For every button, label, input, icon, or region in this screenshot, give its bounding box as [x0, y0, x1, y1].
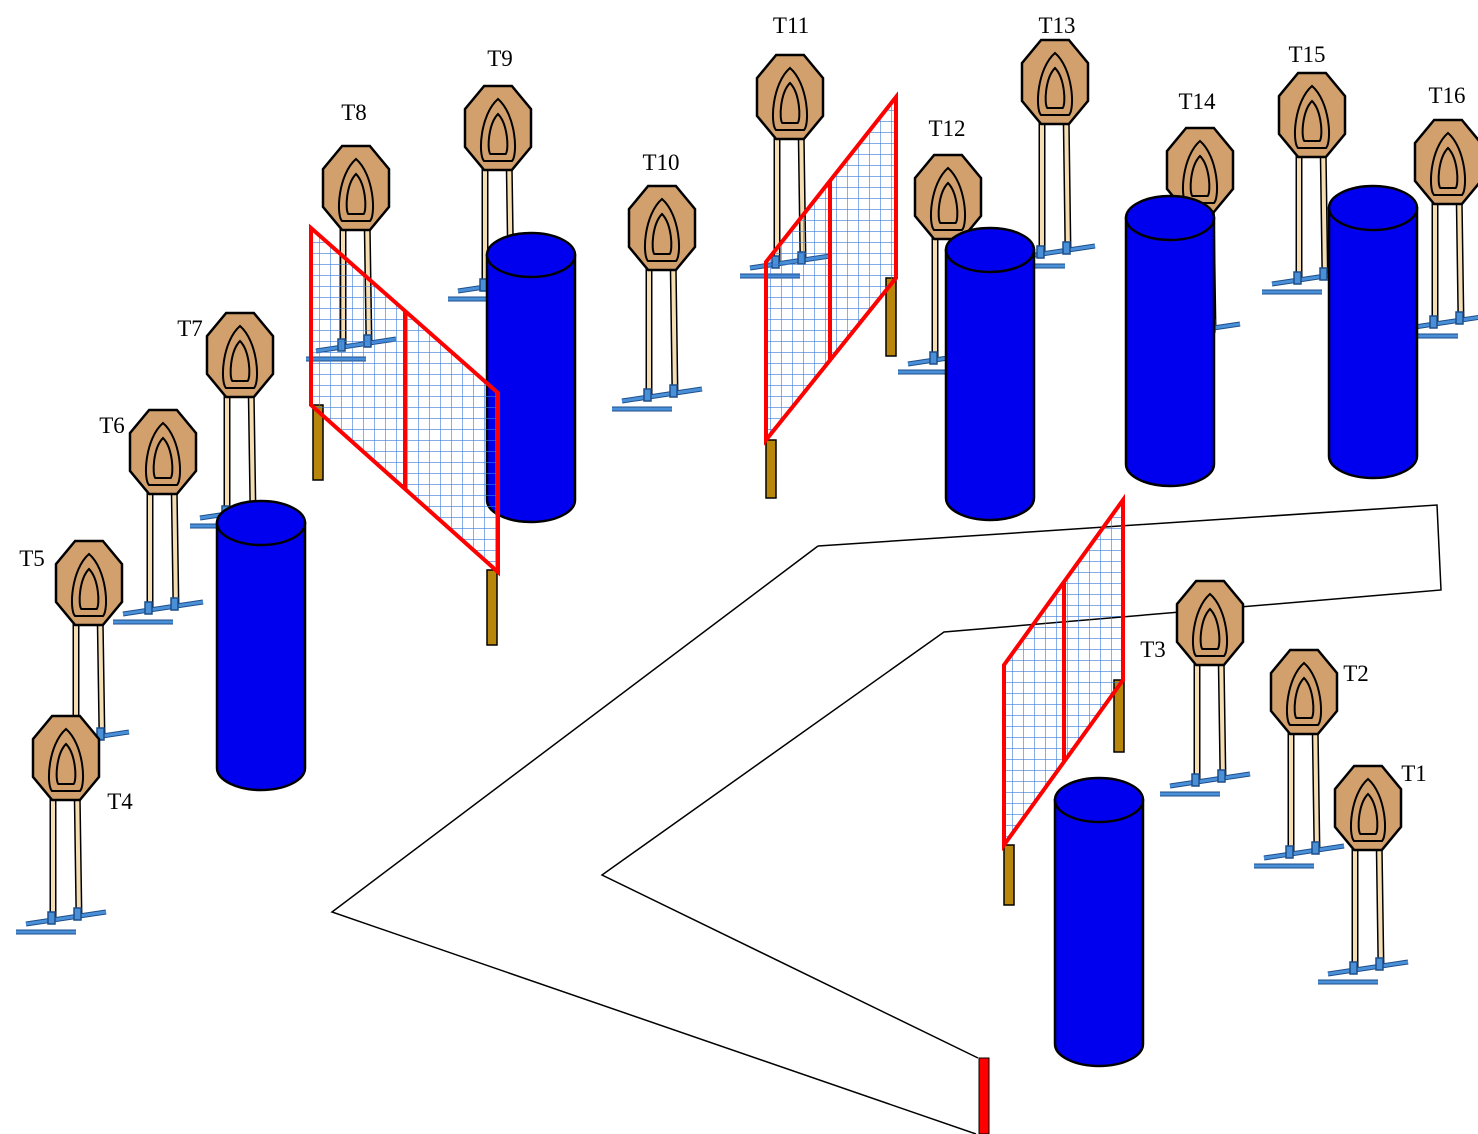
target-zone-inner [1199, 607, 1221, 650]
target-t13 [1005, 38, 1096, 269]
target-label-t10: T10 [642, 150, 679, 175]
target-zone-inner [1044, 66, 1066, 109]
target-zone-outer [1429, 131, 1467, 196]
target-zone-outer [479, 97, 517, 162]
target-zone-inner [937, 181, 959, 224]
barrel [1327, 184, 1419, 480]
target-label-t11: T11 [773, 13, 809, 38]
target-label-t12: T12 [928, 116, 965, 141]
wall-post [486, 569, 498, 646]
target-zone-inner [1301, 99, 1323, 142]
barrel [215, 499, 307, 792]
barrel [1124, 194, 1216, 488]
target-t10 [612, 184, 703, 412]
target-label-t4: T4 [107, 789, 133, 814]
target-zone-inner [345, 172, 367, 215]
target-zone-inner [78, 567, 100, 610]
target-t2 [1254, 648, 1345, 869]
target-t4 [16, 714, 107, 935]
target-label-t15: T15 [1288, 42, 1325, 67]
target-zone-inner [1189, 154, 1211, 197]
target-label-t5: T5 [19, 546, 45, 571]
target-zone-inner [55, 742, 77, 785]
target-zone-inner [229, 339, 251, 382]
barrel [1053, 776, 1145, 1068]
target-zone-outer [1349, 777, 1387, 842]
target-t16 [1398, 118, 1478, 339]
target-zone-outer [771, 66, 809, 131]
target-zone-outer [47, 727, 85, 792]
target-zone-inner [152, 436, 174, 479]
target-label-t6: T6 [99, 413, 125, 438]
target-label-t2: T2 [1343, 661, 1369, 686]
barrel [944, 226, 1036, 522]
target-zone-outer [643, 197, 681, 262]
target-label-t13: T13 [1038, 13, 1075, 38]
wall-post [1003, 844, 1015, 906]
target-zone-inner [651, 212, 673, 255]
target-zone-outer [144, 421, 182, 486]
mesh-wall [309, 223, 500, 646]
target-label-t16: T16 [1428, 83, 1465, 108]
target-zone-outer [1191, 592, 1229, 657]
target-label-t9: T9 [487, 46, 513, 71]
fault-line-outer [330, 545, 977, 1134]
target-zone-inner [1293, 676, 1315, 719]
target-t5 [39, 539, 130, 755]
mesh-wall [764, 91, 898, 499]
target-zone-inner [487, 112, 509, 155]
target-t9 [448, 84, 539, 302]
mesh-wall [1002, 493, 1125, 906]
target-face [1413, 118, 1478, 206]
target-zone-outer [1293, 84, 1331, 149]
target-t6 [113, 408, 204, 625]
target-zone-inner [1437, 146, 1459, 189]
start-position-marker [978, 1057, 990, 1134]
target-label-t14: T14 [1178, 89, 1216, 114]
target-zone-outer [1285, 661, 1323, 726]
target-label-t7: T7 [177, 316, 203, 341]
target-zone-outer [337, 157, 375, 222]
target-zone-outer [929, 166, 967, 231]
wall-post [765, 439, 777, 499]
target-zone-inner [779, 81, 801, 124]
target-zone-outer [70, 552, 108, 617]
target-label-t3: T3 [1140, 637, 1166, 662]
target-label-t1: T1 [1401, 761, 1427, 786]
target-t1 [1318, 764, 1409, 985]
target-zone-outer [221, 324, 259, 389]
target-zone-inner [1357, 792, 1379, 835]
target-label-t8: T8 [341, 100, 367, 125]
target-t3 [1160, 579, 1251, 797]
barrel [485, 231, 577, 524]
target-zone-outer [1036, 51, 1074, 116]
target-t7 [190, 311, 281, 529]
